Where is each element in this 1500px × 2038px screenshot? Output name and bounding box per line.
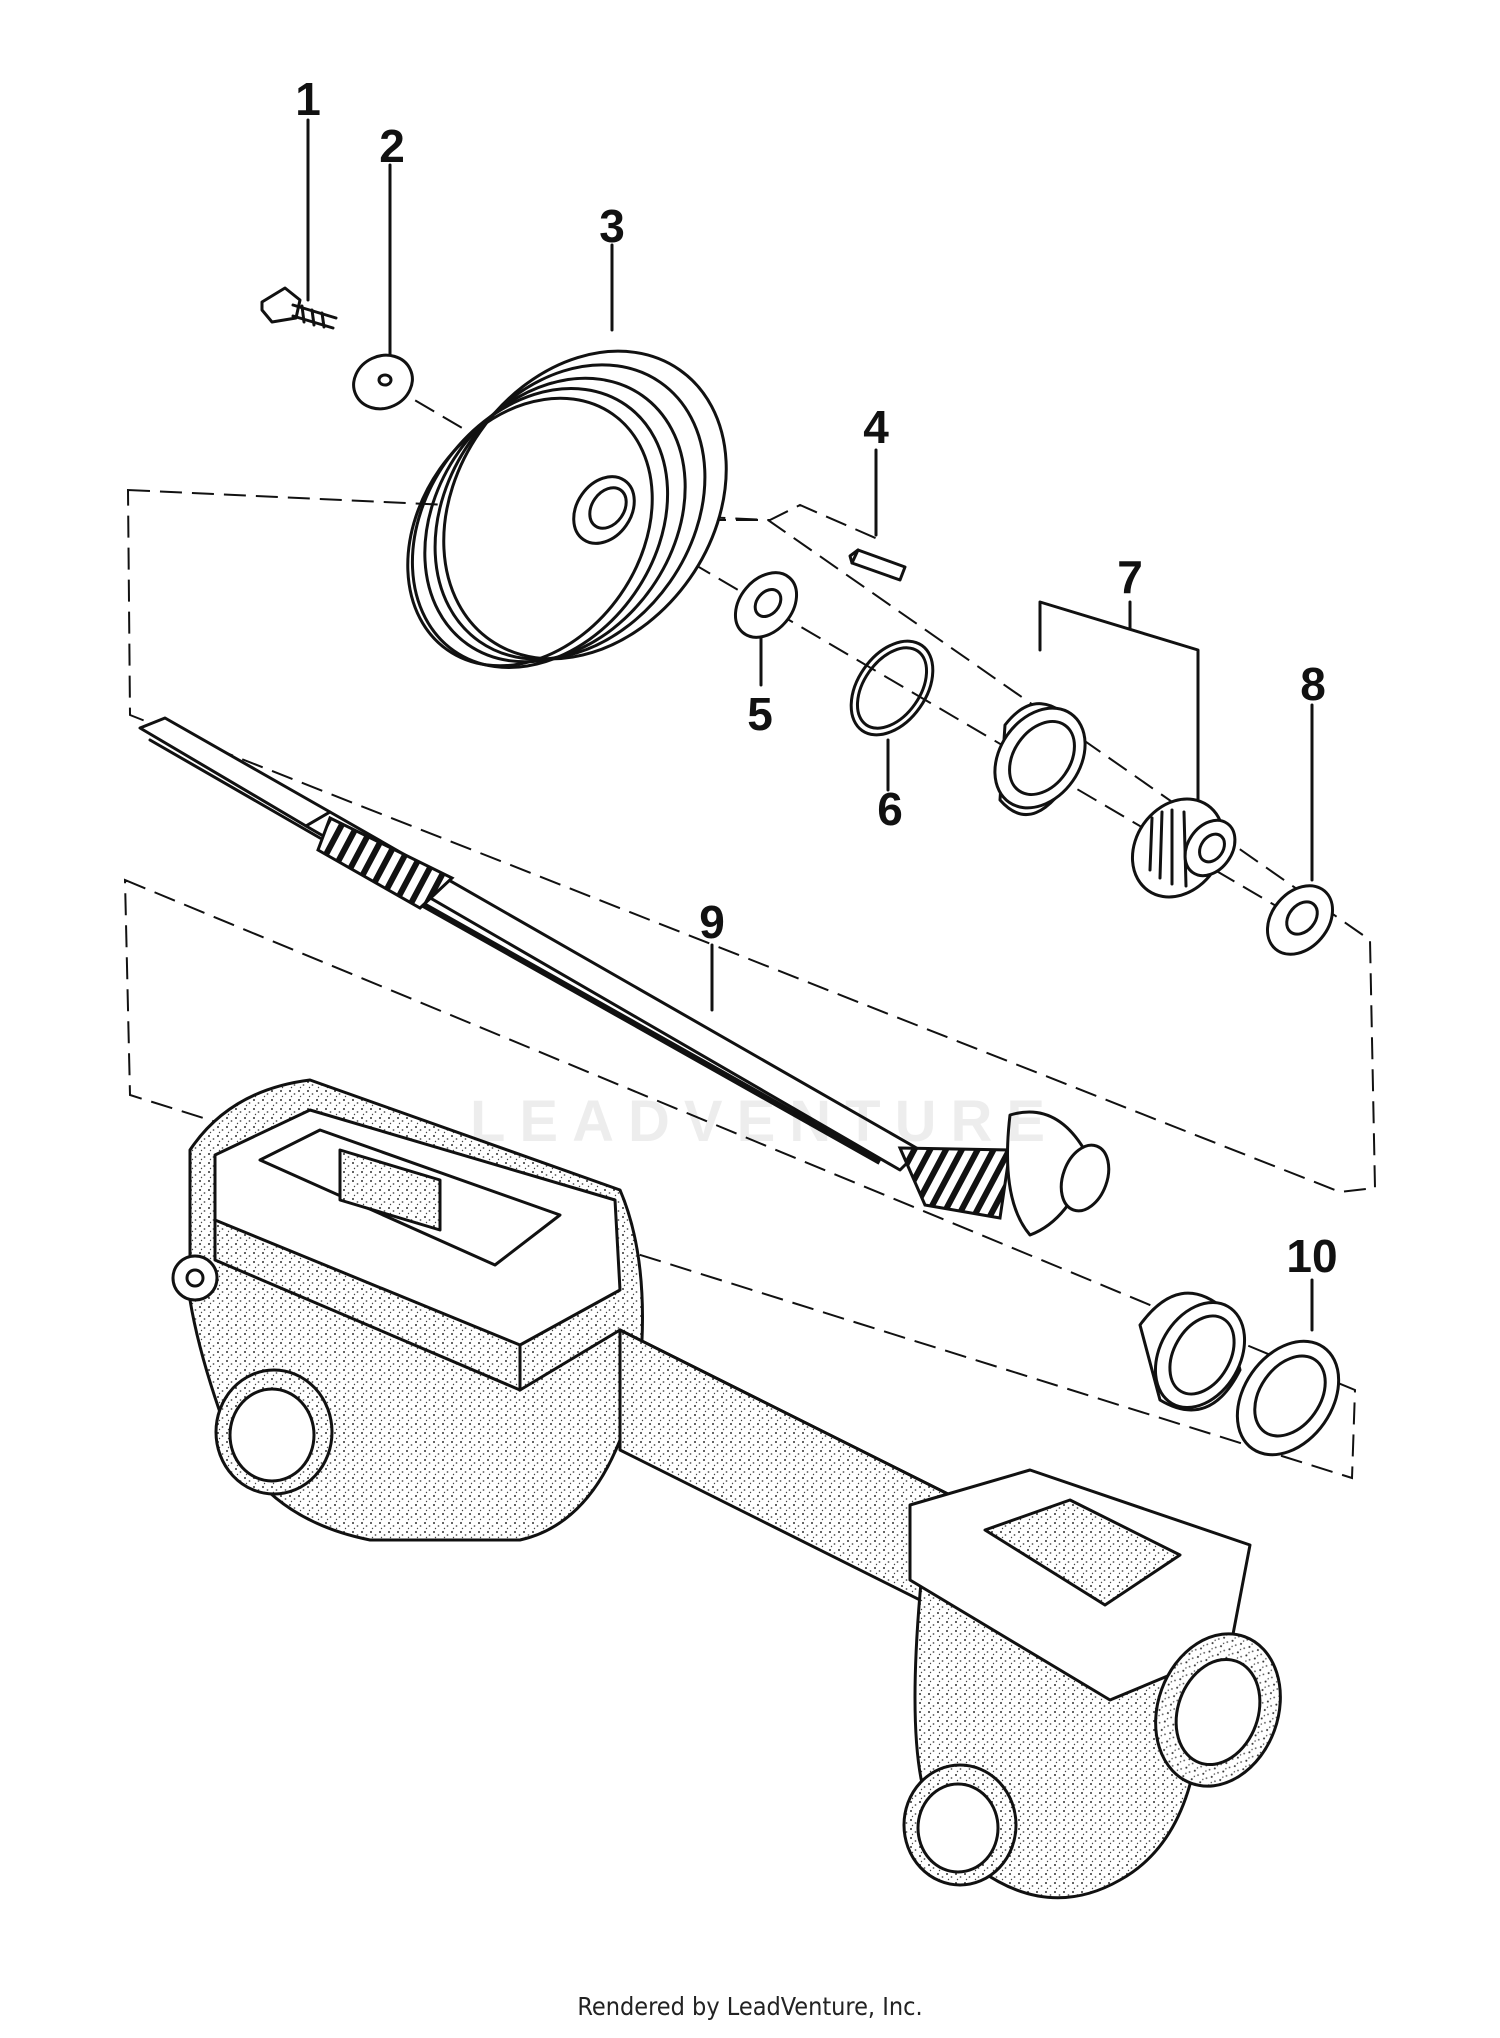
footer-credit: Rendered by LeadVenture, Inc.	[577, 1992, 923, 2021]
callout-labels: 1 2 3 4 5 6 7 8 9 10	[295, 73, 1337, 1282]
callout-8: 8	[1300, 658, 1326, 710]
part-7-bearing-cone	[1130, 797, 1237, 899]
part-9-worm-shaft	[138, 716, 1111, 1237]
part-1-bolt	[260, 286, 338, 330]
callout-1: 1	[295, 73, 321, 125]
part-2-washer	[352, 353, 414, 411]
callout-3: 3	[599, 200, 625, 252]
transmission-housing	[171, 1078, 1282, 1900]
part-8-washer	[1265, 884, 1335, 956]
callout-2: 2	[379, 120, 405, 172]
callout-5: 5	[747, 688, 773, 740]
part-7-bearing-cup	[993, 702, 1087, 817]
leader-7	[1038, 600, 1200, 802]
callout-4: 4	[863, 401, 889, 453]
housing-assembly-boundary	[123, 878, 1357, 1480]
callout-6: 6	[877, 783, 903, 835]
part-3-pulley	[406, 349, 728, 669]
part-10-thrust-washer	[1235, 1339, 1341, 1457]
part-10-bearing-cup	[1138, 1291, 1247, 1412]
part-6-snap-ring	[849, 639, 935, 737]
callout-9: 9	[699, 896, 725, 948]
callout-10: 10	[1286, 1230, 1337, 1282]
part-4-key	[848, 548, 907, 582]
callout-7: 7	[1117, 551, 1143, 603]
part-5-washer	[733, 571, 799, 639]
watermark: LEADVENTURE	[470, 1089, 1060, 1154]
